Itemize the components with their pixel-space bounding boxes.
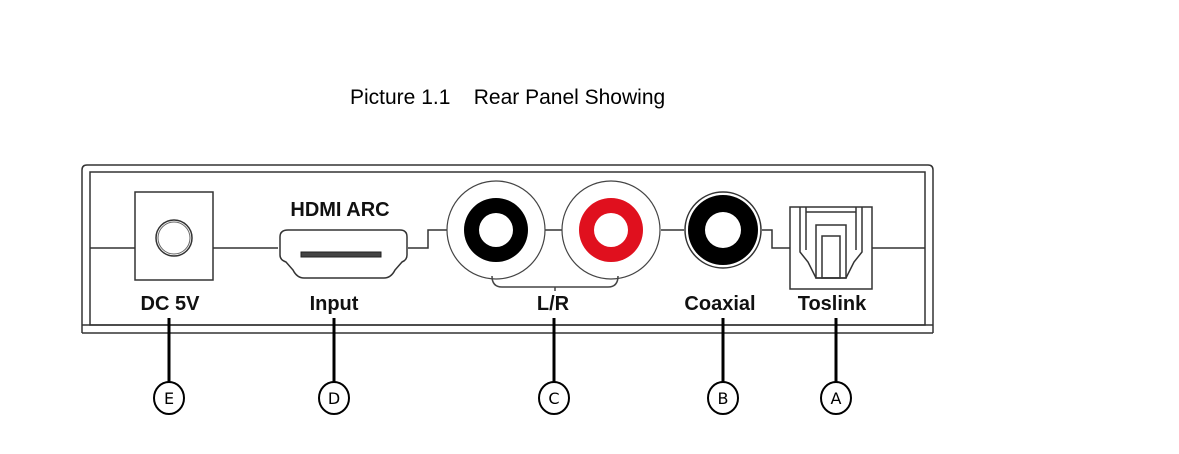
input-label: Input — [310, 293, 359, 315]
callout-leaders — [167, 318, 838, 383]
hdmi-port — [279, 229, 408, 279]
callout-e: E — [153, 381, 185, 415]
svg-text:E: E — [164, 389, 174, 408]
hdmi-arc-label: HDMI ARC — [290, 199, 389, 221]
lr-label: L/R — [537, 293, 570, 315]
callout-b: B — [707, 381, 739, 415]
callout-a: A — [820, 381, 852, 415]
rca-left-jack — [446, 180, 546, 280]
toslink-port — [789, 206, 873, 290]
figure-caption: Picture 1.1 Rear Panel Showing — [350, 86, 666, 109]
svg-text:C: C — [548, 389, 559, 408]
svg-text:B: B — [718, 389, 729, 408]
callout-c: C — [538, 381, 570, 415]
dc-jack — [134, 191, 214, 281]
svg-text:A: A — [831, 389, 842, 408]
dc-5v-label: DC 5V — [141, 293, 201, 315]
coaxial-label: Coaxial — [684, 293, 755, 315]
coaxial-jack — [684, 191, 762, 269]
connector-line — [90, 229, 925, 249]
toslink-label: Toslink — [798, 293, 867, 315]
lr-bracket — [491, 275, 619, 291]
rca-right-jack — [561, 180, 661, 280]
svg-text:D: D — [328, 389, 340, 408]
callout-d: D — [318, 381, 350, 415]
